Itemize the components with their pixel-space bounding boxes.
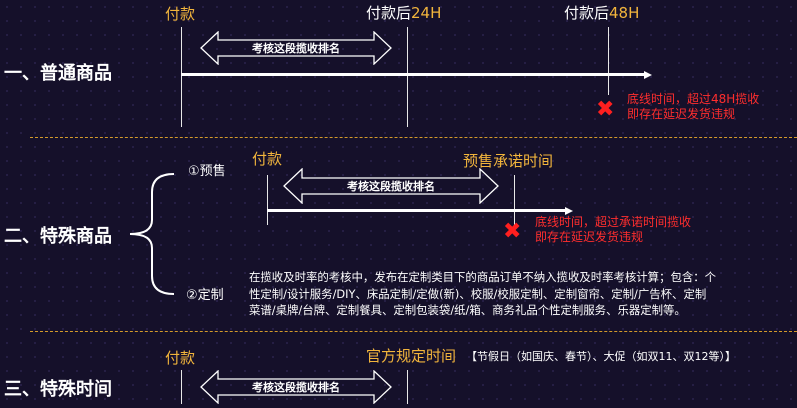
s2-custom-description: 在揽收及时率的考核中，发布在定制类目下的商品订单不纳入揽收及时率考核计算；包含：… (249, 269, 716, 319)
s2-custom-label: ②定制 (186, 288, 224, 303)
s2-violation: 底线时间，超过承诺时间揽收 即存在延迟发货违规 (535, 215, 691, 245)
s1-24h-text: 付款后 (366, 4, 412, 22)
s3-pay-label: 付款 (165, 349, 196, 367)
s2-arrow-text: 考核这段揽收排名 (347, 180, 435, 193)
s3-pay-tick (181, 370, 182, 404)
s3-title: 三、特殊时间 (4, 379, 112, 400)
s2-desc-line3: 菜谱/桌牌/台牌、定制餐具、定制包装袋/纸/箱、商务礼品个性定制服务、乐器定制等… (249, 303, 686, 317)
s1-violation-line2: 即存在延迟发货违规 (627, 107, 736, 121)
s1-pay-label: 付款 (165, 5, 196, 23)
s3-official-tick (407, 370, 408, 404)
s3-note: 【节假日（如国庆、春节）、大促（如双11、双12等）】 (466, 350, 736, 363)
double-arrow-icon (283, 167, 499, 205)
double-arrow-icon (200, 30, 392, 66)
s1-pay-tick (181, 27, 182, 127)
s2-timeline (267, 209, 565, 212)
s3-assessment-arrow: 考核这段揽收排名 (200, 369, 392, 405)
s2-title: 二、特殊商品 (4, 226, 112, 247)
s1-arrow-text: 考核这段揽收排名 (252, 42, 340, 55)
s3-official-label: 官方规定时间 (366, 347, 457, 365)
s1-assessment-arrow: 考核这段揽收排名 (200, 30, 392, 66)
s1-timeline-arrowhead (644, 71, 652, 79)
s1-48h-text: 付款后 (564, 4, 610, 22)
s2-violation-line1: 底线时间，超过承诺时间揽收 (535, 215, 692, 229)
s1-48h-tick (608, 27, 609, 95)
s1-timeline (181, 73, 644, 76)
s1-violation-line1: 底线时间，超过48H揽收 (627, 92, 760, 106)
s3-arrow-text: 考核这段揽收排名 (252, 381, 340, 394)
s2-assessment-arrow: 考核这段揽收排名 (283, 167, 499, 205)
s1-title: 一、普通商品 (4, 63, 112, 84)
s1-violation: 底线时间，超过48H揽收 即存在延迟发货违规 (627, 92, 759, 122)
s2-violation-line2: 即存在延迟发货违规 (535, 230, 644, 244)
s1-48h-value: 48H (609, 4, 640, 22)
s1-24h-value: 24H (411, 4, 442, 22)
curly-brace-icon (129, 173, 175, 295)
s1-24h-label: 付款后24H (366, 2, 441, 23)
s1-24h-tick (407, 27, 408, 127)
s2-desc-line1: 在揽收及时率的考核中，发布在定制类目下的商品订单不纳入揽收及时率考核计算；包含：… (249, 270, 717, 284)
divider-1 (30, 137, 797, 138)
s1-48h-label: 付款后48H (564, 2, 639, 23)
double-arrow-icon (200, 369, 392, 405)
s2-desc-line2: 性定制/设计服务/DIY、床品定制/定做(新)、校服/校服定制、定制窗帘、定制/… (249, 286, 707, 301)
s2-pay-tick (267, 175, 268, 225)
s2-deadline-tick (514, 175, 515, 225)
s2-cross-icon: ✖ (503, 219, 522, 244)
s1-cross-icon: ✖ (596, 97, 615, 122)
divider-2 (30, 331, 797, 332)
s2-timeline-arrowhead (565, 207, 573, 215)
s2-pay-label: 付款 (252, 150, 283, 168)
s2-presale-label: ①预售 (188, 164, 226, 179)
s2-deadline-label: 预售承诺时间 (463, 152, 554, 170)
